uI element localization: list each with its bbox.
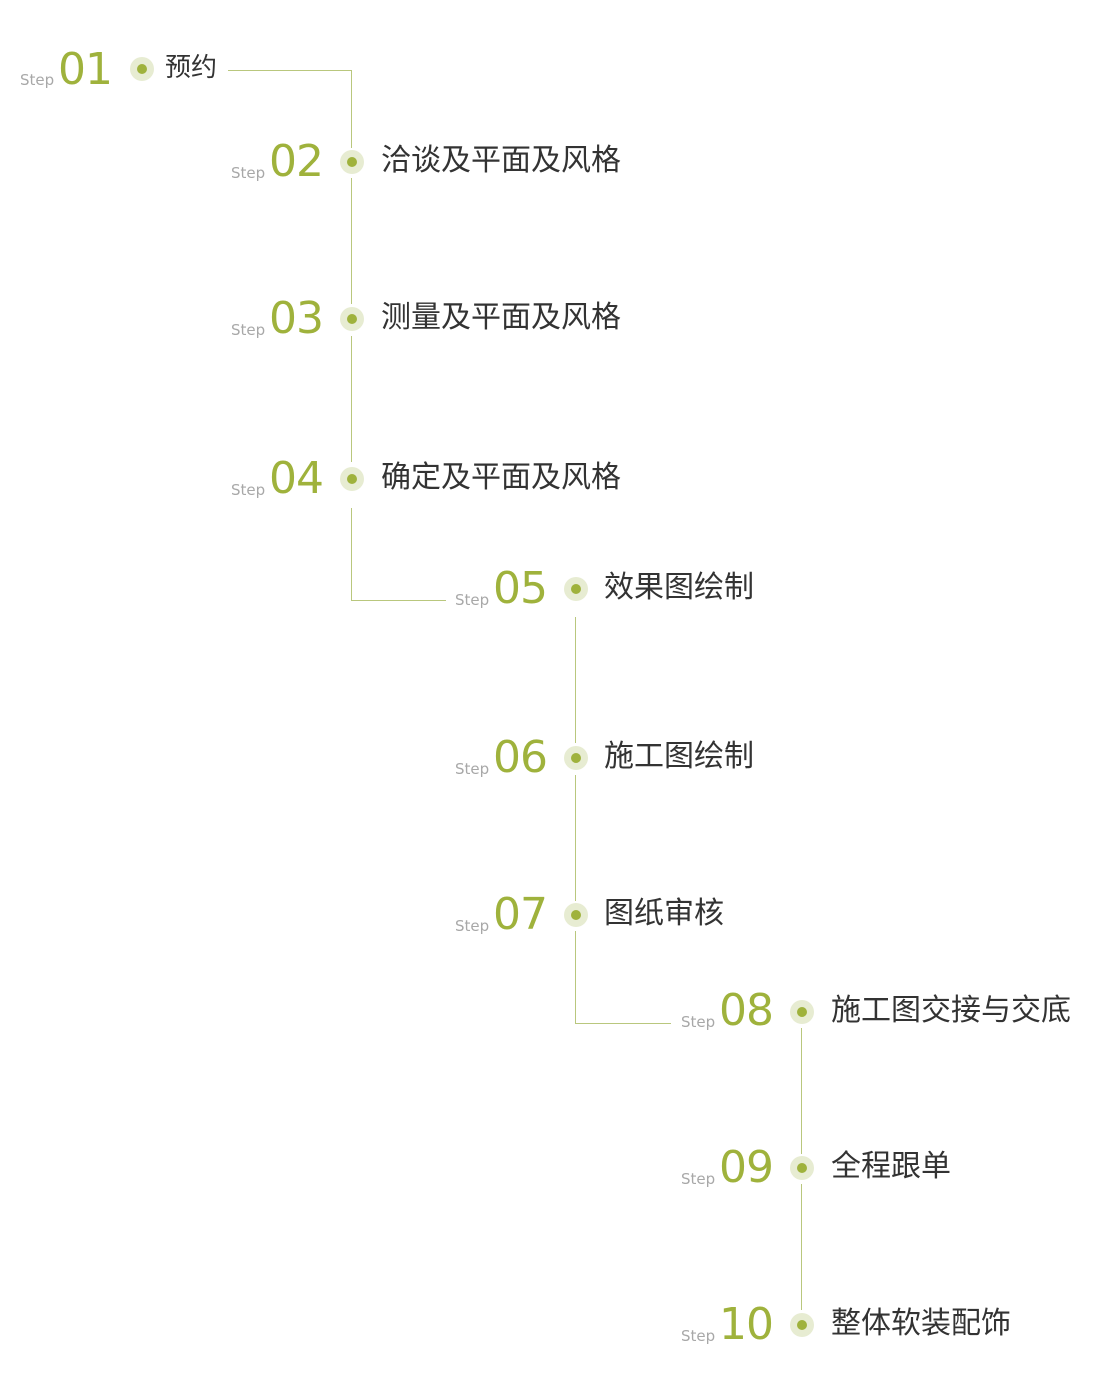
connector-line bbox=[575, 931, 576, 1023]
step-number: 09 bbox=[719, 1142, 774, 1193]
step-label: Step bbox=[20, 71, 55, 89]
step-label: Step bbox=[231, 164, 266, 182]
step-dot-icon bbox=[790, 1156, 814, 1180]
step-title: 施工图交接与交底 bbox=[831, 993, 1071, 1028]
step-dot-icon bbox=[340, 307, 364, 331]
step-number: 05 bbox=[493, 563, 548, 614]
step-label: Step bbox=[455, 591, 490, 609]
step-title: 施工图绘制 bbox=[604, 739, 754, 774]
connector-line bbox=[351, 508, 352, 600]
connector-line bbox=[351, 600, 446, 601]
step-title: 图纸审核 bbox=[604, 896, 724, 931]
connector-line bbox=[351, 178, 352, 304]
step-label: Step bbox=[681, 1327, 716, 1345]
step-number: 06 bbox=[493, 732, 548, 783]
connector-line bbox=[575, 1023, 671, 1024]
connector-line bbox=[351, 70, 352, 148]
step-dot-icon bbox=[790, 1313, 814, 1337]
step-title: 整体软装配饰 bbox=[831, 1306, 1011, 1341]
step-title: 测量及平面及风格 bbox=[381, 300, 621, 335]
step-number: 01 bbox=[58, 44, 113, 95]
step-label: Step bbox=[231, 321, 266, 339]
step-dot-icon bbox=[564, 903, 588, 927]
step-dot-icon bbox=[790, 1000, 814, 1024]
step-label: Step bbox=[681, 1170, 716, 1188]
step-label: Step bbox=[231, 481, 266, 499]
step-number: 07 bbox=[493, 889, 548, 940]
connector-line bbox=[228, 70, 352, 71]
step-label: Step bbox=[455, 917, 490, 935]
step-title: 效果图绘制 bbox=[604, 570, 754, 605]
step-title: 全程跟单 bbox=[831, 1149, 951, 1184]
connector-line bbox=[575, 775, 576, 901]
step-number: 08 bbox=[719, 985, 774, 1036]
step-label: Step bbox=[455, 760, 490, 778]
step-dot-icon bbox=[130, 57, 154, 81]
connector-line bbox=[801, 1184, 802, 1310]
step-title: 预约 bbox=[165, 53, 218, 83]
connector-line bbox=[351, 336, 352, 462]
connector-line bbox=[801, 1028, 802, 1154]
step-label: Step bbox=[681, 1013, 716, 1031]
step-number: 04 bbox=[269, 453, 324, 504]
step-dot-icon bbox=[340, 467, 364, 491]
step-dot-icon bbox=[564, 746, 588, 770]
step-title: 洽谈及平面及风格 bbox=[381, 143, 621, 178]
step-number: 10 bbox=[719, 1299, 774, 1350]
connector-line bbox=[575, 617, 576, 743]
step-number: 02 bbox=[269, 136, 324, 187]
step-number: 03 bbox=[269, 293, 324, 344]
step-dot-icon bbox=[340, 150, 364, 174]
step-title: 确定及平面及风格 bbox=[381, 460, 621, 495]
step-dot-icon bbox=[564, 577, 588, 601]
